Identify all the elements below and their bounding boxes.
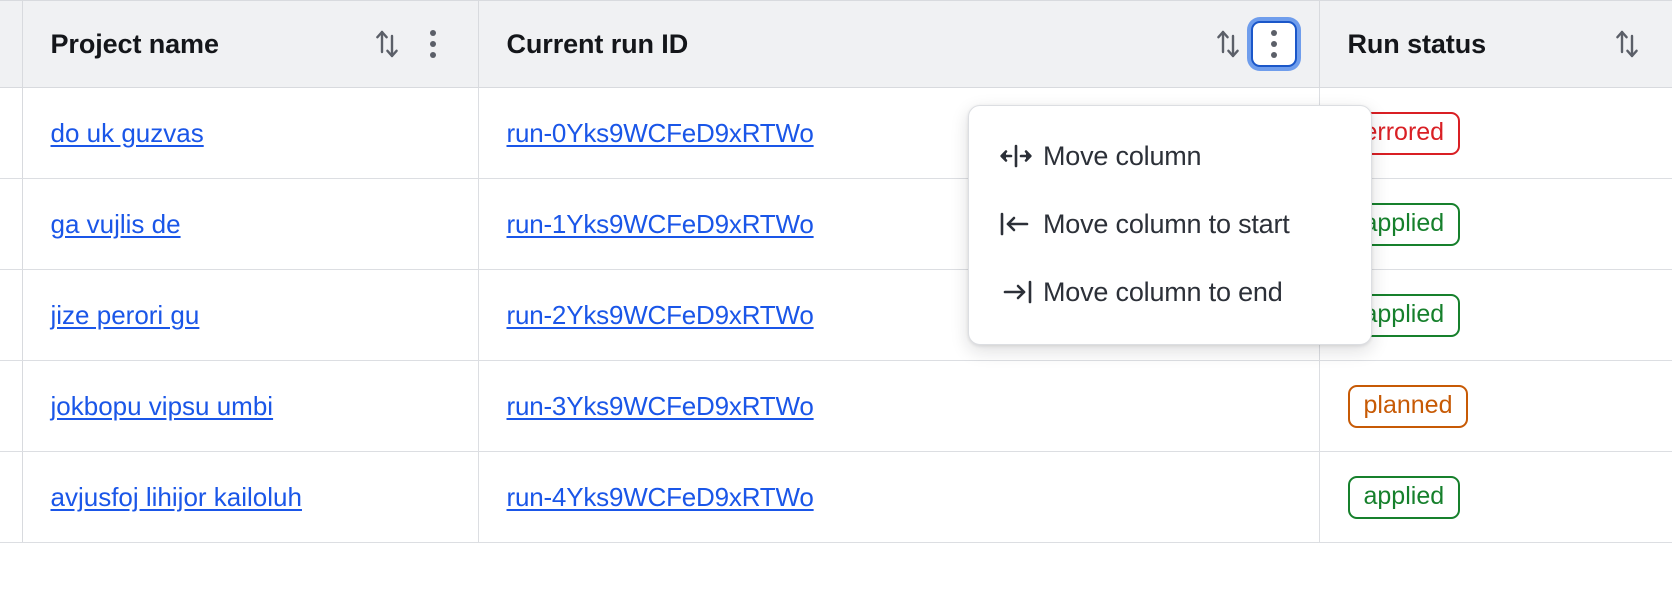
cell-project-name: do uk guzvas (22, 87, 479, 179)
run-id-link[interactable]: run-4Yks9WCFeD9xRTWo (506, 481, 814, 512)
project-name-link[interactable]: jokbopu vipsu umbi (50, 390, 274, 421)
kebab-menu-icon (1270, 30, 1277, 58)
cell-run-status: applied (1319, 269, 1672, 361)
project-name-link[interactable]: ga vujlis de (50, 208, 181, 239)
projects-table: Project name (0, 0, 1672, 543)
table-row: ga vujlis de run-1Yks9WCFeD9xRTWo applie… (0, 178, 1672, 270)
sort-button-current-run-id[interactable] (1205, 21, 1251, 67)
cell-project-name: ga vujlis de (22, 178, 479, 270)
menu-item-move-column-to-end[interactable]: Move column to end (969, 258, 1371, 326)
run-id-link[interactable]: run-3Yks9WCFeD9xRTWo (506, 390, 814, 421)
cell-project-name: jokbopu vipsu umbi (22, 360, 479, 452)
table-body: do uk guzvas run-0Yks9WCFeD9xRTWo errore… (0, 87, 1672, 543)
column-header-current-run-id: Current run ID (478, 0, 1320, 88)
move-column-icon (999, 143, 1043, 169)
table-row: avjusfoj lihijor kailoluh run-4Yks9WCFeD… (0, 451, 1672, 543)
status-badge: planned (1347, 384, 1469, 428)
table-header: Project name (0, 0, 1672, 88)
table-row: jize perori gu run-2Yks9WCFeD9xRTWo appl… (0, 269, 1672, 361)
menu-item-label: Move column to start (1043, 208, 1290, 239)
row-select-gutter-header (0, 0, 23, 88)
column-context-menu: Move column Move column to start (968, 105, 1372, 345)
status-badge: applied (1347, 202, 1461, 246)
menu-item-label: Move column (1043, 140, 1202, 171)
column-header-label-run-status: Run status (1347, 28, 1487, 59)
table-row: do uk guzvas run-0Yks9WCFeD9xRTWo errore… (0, 87, 1672, 179)
row-gutter (0, 360, 23, 452)
column-menu-button-project-name[interactable] (410, 21, 456, 67)
row-gutter (0, 178, 23, 270)
menu-item-label: Move column to end (1043, 276, 1283, 307)
cell-project-name: avjusfoj lihijor kailoluh (22, 451, 479, 543)
row-gutter (0, 269, 23, 361)
cell-run-status: planned (1319, 360, 1672, 452)
column-menu-button-current-run-id[interactable] (1250, 21, 1297, 67)
menu-item-move-column[interactable]: Move column (969, 122, 1371, 190)
cell-run-status: errored (1319, 87, 1672, 179)
column-header-label-current-run-id: Current run ID (506, 28, 689, 59)
status-badge: applied (1347, 293, 1461, 337)
run-id-link[interactable]: run-2Yks9WCFeD9xRTWo (506, 299, 814, 330)
cell-current-run-id: run-3Yks9WCFeD9xRTWo (478, 360, 1320, 452)
column-header-label-project-name: Project name (50, 28, 219, 59)
project-name-link[interactable]: avjusfoj lihijor kailoluh (50, 481, 302, 512)
cell-current-run-id: run-4Yks9WCFeD9xRTWo (478, 451, 1320, 543)
move-to-end-icon (999, 279, 1043, 305)
cell-run-status: applied (1319, 178, 1672, 270)
row-gutter (0, 451, 23, 543)
run-id-link[interactable]: run-1Yks9WCFeD9xRTWo (506, 208, 814, 239)
status-badge: applied (1347, 475, 1461, 519)
sort-updown-icon (375, 30, 398, 58)
sort-button-project-name[interactable] (364, 21, 410, 67)
run-id-link[interactable]: run-0Yks9WCFeD9xRTWo (506, 117, 814, 148)
project-name-link[interactable]: do uk guzvas (50, 117, 204, 148)
table-header-row: Project name (0, 0, 1672, 88)
column-header-project-name: Project name (22, 0, 479, 88)
sort-button-run-status[interactable] (1604, 21, 1650, 67)
cell-run-status: applied (1319, 451, 1672, 543)
menu-item-move-column-to-start[interactable]: Move column to start (969, 190, 1371, 258)
row-gutter (0, 87, 23, 179)
table-row: jokbopu vipsu umbi run-3Yks9WCFeD9xRTWo … (0, 360, 1672, 452)
sort-updown-icon (1615, 30, 1638, 58)
sort-updown-icon (1216, 30, 1239, 58)
project-name-link[interactable]: jize perori gu (50, 299, 200, 330)
move-to-start-icon (999, 211, 1043, 237)
cell-project-name: jize perori gu (22, 269, 479, 361)
column-header-run-status: Run status (1319, 0, 1672, 88)
kebab-menu-icon (429, 30, 436, 58)
